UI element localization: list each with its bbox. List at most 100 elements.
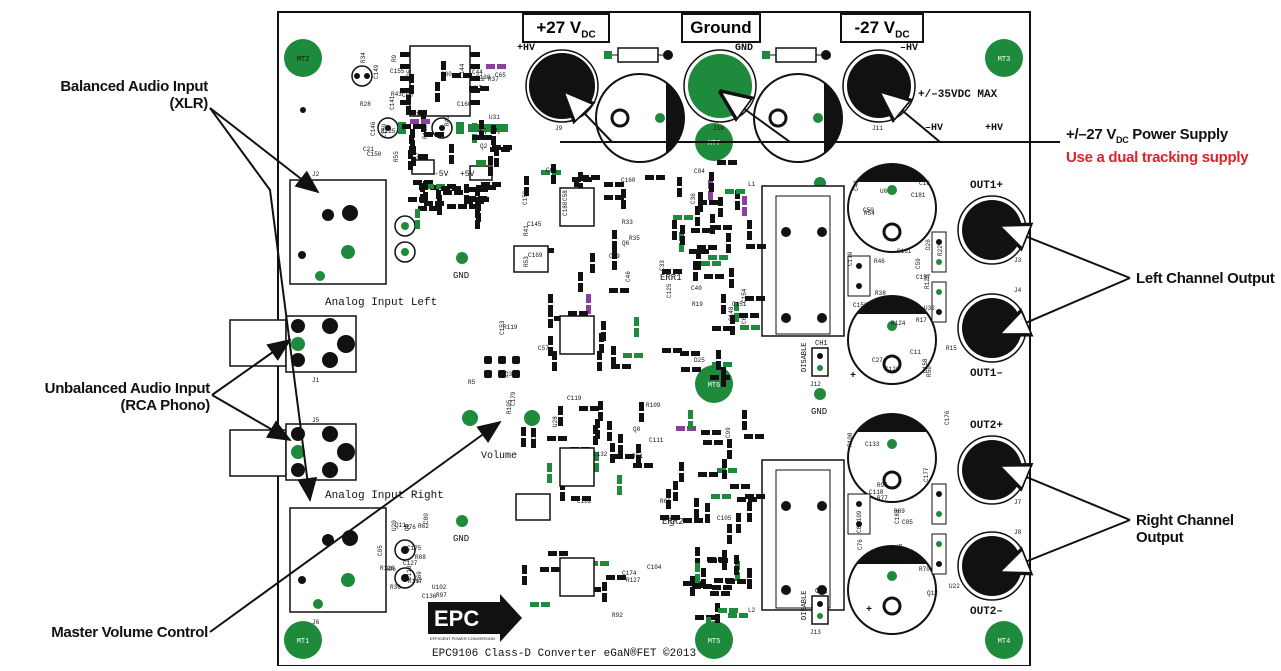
component-designator: U20 [391, 520, 398, 531]
smd-pad [611, 346, 616, 355]
smd-pad [469, 86, 478, 91]
smd-pad [541, 602, 550, 607]
header-negative-27v: -27 VDC [840, 13, 924, 43]
smd-pad [620, 288, 629, 293]
component-designator: C85 [902, 519, 913, 526]
smd-pad [617, 475, 622, 484]
smd-pad [452, 186, 461, 191]
smd-pad [612, 241, 617, 250]
smd-pad [552, 362, 557, 371]
smd-pad [415, 209, 420, 218]
smd-pad [494, 158, 499, 167]
smd-pad [723, 326, 732, 331]
smd-pad [423, 192, 428, 201]
rca-jacks: J1 J5 [229, 315, 357, 481]
component-designator: C148 [728, 306, 735, 321]
smd-pad [722, 494, 731, 499]
smd-pad [424, 180, 433, 185]
component-designator: C132 [593, 451, 608, 458]
smd-pad [742, 410, 747, 419]
smd-pad [612, 230, 617, 239]
component-designator: C33 [659, 260, 666, 271]
smd-pad [558, 417, 563, 426]
smd-pad [594, 452, 599, 461]
smd-pad [736, 513, 741, 522]
smd-pad [722, 470, 727, 479]
smd-pad [424, 132, 433, 137]
svg-text:DISABLE: DISABLE [801, 343, 809, 372]
smd-pad [671, 515, 680, 520]
component-designator: C46 [625, 271, 632, 282]
component-designator: D25 [694, 357, 705, 364]
smd-pad [420, 194, 425, 203]
component-designator: R15 [946, 345, 957, 352]
smd-pad [408, 197, 417, 202]
smd-pad [578, 172, 583, 181]
component-designator: R108 [847, 432, 854, 447]
smd-pad [437, 206, 442, 215]
svg-text:J8: J8 [1014, 529, 1022, 536]
callout-left-channel-output: Left Channel Output [1136, 270, 1275, 287]
smd-pad [548, 551, 557, 556]
svg-text:+HV: +HV [985, 123, 1003, 134]
svg-text:J10: J10 [713, 125, 724, 132]
smd-pad [479, 120, 484, 129]
component-designator: C76 [857, 539, 864, 550]
output-capacitors: + + [847, 163, 947, 635]
smd-pad [690, 576, 695, 585]
smd-pad [708, 245, 717, 250]
smd-pad [547, 463, 552, 472]
component-designator: R46 [874, 258, 885, 265]
component-designator: R17 [916, 317, 927, 324]
smd-pad [582, 496, 591, 501]
smd-pad [712, 430, 721, 435]
svg-text:J9: J9 [555, 125, 563, 132]
smd-pad [721, 591, 730, 596]
smd-pad [586, 294, 591, 303]
svg-text:MT2: MT2 [297, 56, 310, 64]
component-designators: C150C156C157C149C151C161C159C160C158R118… [360, 52, 960, 619]
smd-pad [430, 185, 439, 190]
smd-pad [487, 185, 496, 190]
component-designator: R41 [523, 225, 530, 236]
svg-text:MT5: MT5 [708, 638, 721, 646]
smd-pad [737, 579, 746, 584]
smd-pad [745, 296, 754, 301]
component-designator: C169 [528, 252, 543, 259]
smd-pad [722, 561, 727, 570]
smd-pad [747, 231, 752, 240]
smd-pad [617, 575, 626, 580]
component-designator: C40 [691, 285, 702, 292]
component-designator: C50 [863, 207, 874, 214]
smd-pad [698, 192, 703, 201]
smd-pad [402, 124, 411, 129]
smd-pad [709, 472, 718, 477]
component-designator: C126 [885, 366, 900, 373]
component-designator: R89 [894, 508, 905, 515]
component-designator: C159 [381, 123, 388, 138]
component-designator: R22 [937, 245, 944, 256]
component-designator: C141 [389, 95, 396, 110]
smd-pad [725, 189, 734, 194]
component-designator: C113 [406, 565, 413, 580]
smd-pad [746, 244, 755, 249]
svg-text:J13: J13 [810, 629, 821, 636]
smd-pad [730, 315, 735, 324]
smd-pad [695, 547, 700, 556]
component-designator: Q9 [404, 523, 411, 531]
smd-pad [745, 494, 754, 499]
smd-pad [583, 177, 592, 182]
component-designator: R54 [864, 210, 875, 217]
component-designator: C157 [916, 274, 931, 281]
smd-pad [410, 129, 415, 138]
component-designator: R92 [612, 612, 623, 619]
component-designator: C36 [690, 193, 697, 204]
smd-pad [435, 132, 444, 137]
smd-pad [747, 513, 752, 522]
smd-pad [735, 201, 740, 210]
smd-pad [409, 146, 414, 155]
smd-pad [696, 261, 701, 270]
smd-pad [612, 261, 617, 270]
smd-pad [411, 157, 416, 166]
smd-pad [744, 434, 753, 439]
